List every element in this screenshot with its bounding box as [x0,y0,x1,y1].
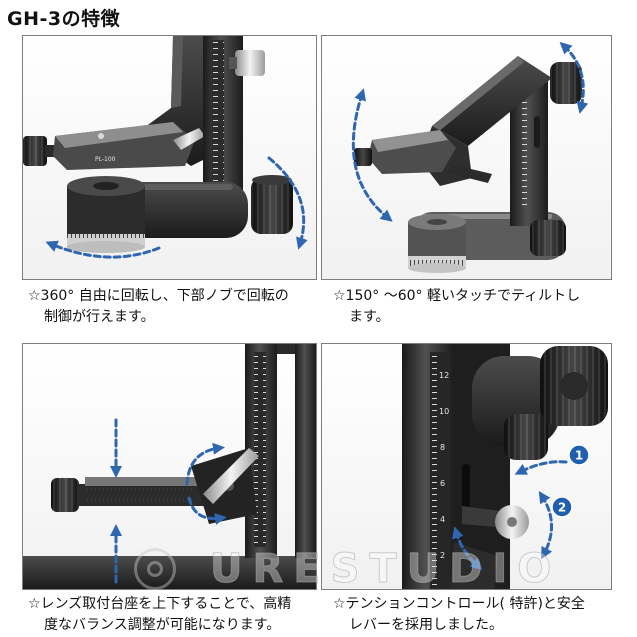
top-knob [229,50,265,76]
callout-badge-1: 1 [568,444,590,466]
clamp-lever [448,164,492,183]
caption-tension-line1: ☆テンションコントロール( 特許)と安全 [333,596,585,612]
lever-arrow-up [185,442,225,486]
lever-arrow-down [187,496,227,525]
badge-number: 2 [558,501,566,515]
caption-tension-line2: レバーを採用しました。 [349,617,503,633]
side-knob [23,136,57,166]
top-knob [550,62,582,104]
rotation-arrow [45,240,161,259]
scale-number: 4 [440,515,445,524]
tension-arrow [514,460,568,475]
photo-tilt [322,36,611,279]
scale-number: 12 [439,371,449,380]
clamp-lever [173,128,205,150]
panning-knob [251,175,293,234]
tilt-arrow [351,88,393,222]
page-title: GH-3の特徴 [7,8,121,30]
photo-frame-balance [22,343,317,590]
caption-balance-line2: 度なバランス調整が可能になります。 [44,617,281,633]
badge-number: 1 [575,449,583,463]
callout-badge-2: 2 [551,496,573,518]
tilt-arrow-top [559,41,589,114]
photo-frame-tension: 12 10 8 6 4 2 [321,343,612,590]
caption-rotation-line1: ☆360° 自由に回転し、下部ノブで回転の [28,288,289,304]
caption-rotation-line2: 制御が行えます。 [44,309,155,325]
lock-lever [203,448,259,504]
tilt-knob [504,414,548,460]
knob-turn-arrow [267,156,308,250]
side-knob [51,478,79,512]
rotation-base [408,214,466,273]
bracket-arm [245,344,316,558]
scale-number: 10 [439,407,449,416]
caption-balance-line1: ☆レンズ取付台座を上下することで、高精 [28,596,292,612]
lever-release-arrow [451,526,483,570]
photo-tension: 12 10 8 6 4 2 [322,344,611,589]
caption-tilt-line2: ます。 [349,309,390,325]
safety-lever-knob [495,505,529,539]
scale-number: 2 [440,551,445,560]
caption-tilt-line1: ☆150° ～60° 軽いタッチでティルトし [333,288,581,304]
panning-knob [530,220,566,256]
photo-frame-rotation: PL-100 [22,35,317,280]
scale-number: 8 [440,443,445,452]
side-knob [354,148,372,166]
scale-bar: 12 10 8 6 4 2 [402,344,454,589]
vertical-rail [245,344,277,558]
scale-number: 6 [440,479,445,488]
tension-knob [540,346,608,426]
base-platform [23,556,316,589]
clamp-plate: PL-100 [53,122,195,170]
photo-rotation: PL-100 [23,36,316,279]
rotation-base [67,176,145,253]
lever-swing-arrow [538,490,554,560]
plate-model-label: PL-100 [95,156,116,163]
photo-frame-tilt [321,35,612,280]
photo-balance [23,344,316,589]
